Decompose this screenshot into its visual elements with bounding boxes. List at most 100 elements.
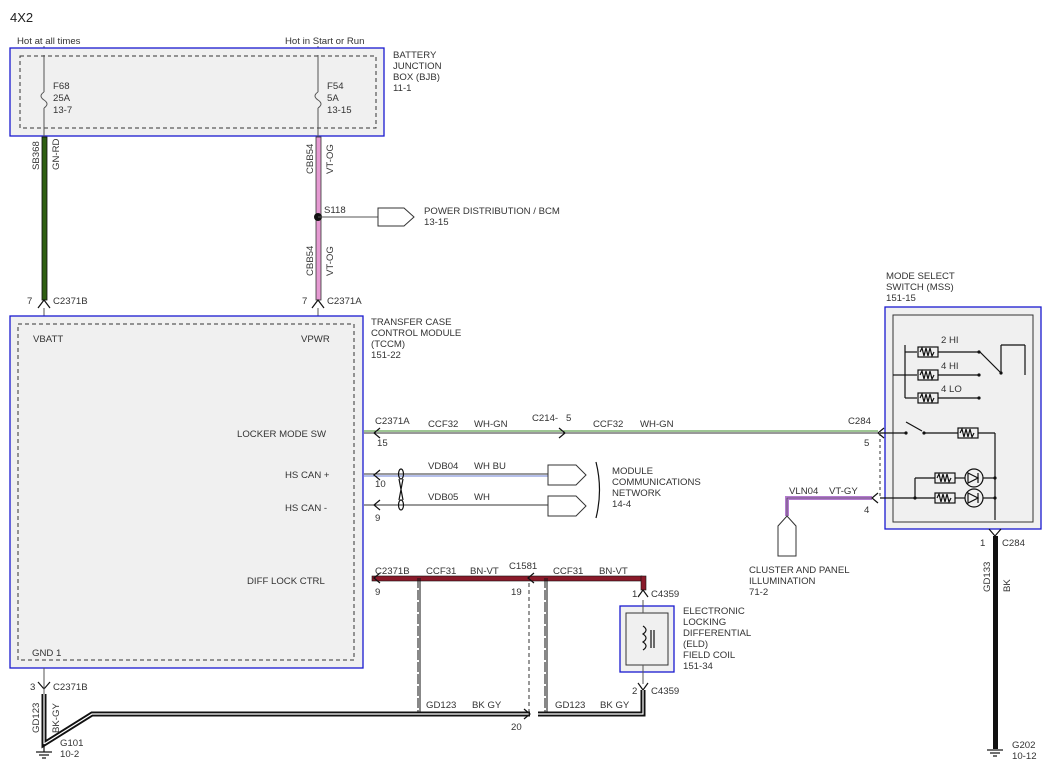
- fuse-f68: [40, 55, 48, 138]
- network-label-2: COMMUNICATIONS: [612, 477, 701, 488]
- vdb04-color: WH BU: [474, 461, 506, 472]
- eld-label-3: DIFFERENTIAL: [683, 628, 752, 639]
- c4359-top-pin: 1: [632, 589, 637, 600]
- twisted-pair-icon: [397, 468, 405, 511]
- vdb04-circuit: VDB04: [428, 461, 459, 472]
- c2371b-gnd-label: C2371B: [53, 682, 88, 693]
- wire-sb368-circuit: SB368: [31, 141, 42, 170]
- mss-label-1: MODE SELECT: [886, 271, 955, 282]
- c2371a-locker-pin: 15: [377, 438, 388, 449]
- g101-label: G101: [60, 738, 83, 749]
- c4359-top-label: C4359: [651, 589, 679, 600]
- tccm-label-1: TRANSFER CASE: [371, 317, 452, 328]
- vln04-circuit: VLN04: [789, 486, 819, 497]
- network-ref: 14-4: [612, 499, 632, 510]
- vdb05-color: WH: [474, 492, 490, 503]
- wire-cbb54-circuit-top: CBB54: [305, 143, 316, 174]
- fuse-f68-ref: 13-7: [53, 105, 72, 116]
- splice-s118-label: S118: [324, 205, 346, 216]
- tccm-pin-hscan-minus: HS CAN -: [285, 503, 327, 514]
- connector-c1581-icon: [527, 572, 535, 584]
- c2371a-vpwr-pin: 7: [302, 296, 307, 307]
- gd123-circuit-1: GD123: [426, 700, 456, 711]
- eld-label-4: (ELD): [683, 639, 708, 650]
- ccf31-circuit-1: CCF31: [426, 566, 456, 577]
- c1581-pin: 19: [511, 587, 522, 598]
- bjb-label-1: BATTERY: [393, 50, 437, 61]
- network-label-1: MODULE: [612, 466, 653, 477]
- fuse-f54: [314, 55, 322, 138]
- ccf32-color-2: WH-GN: [640, 419, 674, 430]
- hscan-minus-pin: 9: [375, 513, 380, 524]
- fuse-f68-name: F68: [53, 81, 70, 92]
- mss-internals: [879, 344, 1026, 520]
- connector-c284-vln-icon: [871, 492, 879, 504]
- network-arrow-plus-icon: [547, 464, 587, 486]
- fuse-f68-rating: 25A: [53, 93, 71, 104]
- connector-c4359-bottom-icon: [637, 682, 649, 692]
- c284-top-label: C284: [848, 416, 872, 427]
- mss-pos-4lo: 4 LO: [941, 384, 962, 395]
- tccm-box: [9, 315, 364, 669]
- illum-label-2: ILLUMINATION: [749, 576, 816, 587]
- ccf32-circuit-2: CCF32: [593, 419, 623, 430]
- gd133-circuit: GD133: [982, 562, 993, 592]
- tccm-pin-vpwr: VPWR: [301, 334, 330, 345]
- tccm-label-3: (TCCM): [371, 339, 405, 350]
- ccf31-color-1: BN-VT: [470, 566, 499, 577]
- connector-c2371a-vpwr-icon: [311, 299, 325, 309]
- power-dist-arrow-icon: [377, 207, 415, 227]
- bjb-label-ref: 11-1: [393, 83, 412, 94]
- wire-gd123: [41, 694, 530, 749]
- eld-ref: 151-34: [683, 661, 714, 672]
- tccm-pin-hscan-plus: HS CAN +: [285, 470, 330, 481]
- c284-bottom-pin: 1: [980, 538, 985, 549]
- bjb-feed-left: Hot at all times: [17, 36, 81, 47]
- illum-ref: 71-2: [749, 587, 768, 598]
- coil-icon: [641, 625, 655, 651]
- c4359-bottom-label: C4359: [651, 686, 679, 697]
- g202-ref: 10-12: [1012, 751, 1037, 762]
- gd123-color-1: BK GY: [472, 700, 502, 711]
- wire-sb368: [41, 136, 48, 301]
- connector-c284-top-icon: [877, 427, 885, 439]
- gd123-color-v: BK-GY: [51, 703, 62, 733]
- network-brace-icon: [595, 461, 601, 519]
- bjb-label-2: JUNCTION: [393, 61, 442, 72]
- connector-c2371b-diff-icon: [373, 572, 381, 584]
- wire-cbb54-circuit-bottom: CBB54: [305, 245, 316, 276]
- ground-g101-icon: [36, 744, 52, 759]
- c214-label: C214-: [532, 413, 558, 424]
- c4359-bottom-pin: 2: [632, 686, 637, 697]
- c2371b-vbatt-pin: 7: [27, 296, 32, 307]
- c2371b-vbatt-label: C2371B: [53, 296, 88, 307]
- c2371a-vpwr-label: C2371A: [327, 296, 362, 307]
- wire-gd133: [993, 536, 998, 749]
- c2371b-diff-label: C2371B: [375, 566, 410, 577]
- ground-g202-icon: [987, 749, 1003, 757]
- eld-label-1: ELECTRONIC: [683, 606, 745, 617]
- tccm-pin-gnd: GND 1: [32, 648, 61, 659]
- connector-c1581-bottom-icon: [523, 708, 531, 720]
- c214-pin: 5: [566, 413, 571, 424]
- ccf32-circuit-1: CCF32: [428, 419, 458, 430]
- mss-label-2: SWITCH (MSS): [886, 282, 954, 293]
- connector-c284-bottom-icon: [988, 528, 1002, 537]
- c284-bottom-label: C284: [1002, 538, 1026, 549]
- wire-cbb54-color-top: VT-OG: [325, 144, 336, 174]
- c284-top-pin: 5: [864, 438, 869, 449]
- vdb05-circuit: VDB05: [428, 492, 458, 503]
- ccf31-circuit-2: CCF31: [553, 566, 583, 577]
- vln04-color: VT-GY: [829, 486, 858, 497]
- tccm-pin-diff: DIFF LOCK CTRL: [247, 576, 325, 587]
- c1581-label: C1581: [509, 561, 537, 572]
- hscan-plus-pin: 10: [375, 479, 386, 490]
- c284-vln-pin: 4: [864, 505, 870, 516]
- illum-label-1: CLUSTER AND PANEL: [749, 565, 850, 576]
- gd123-circuit-2: GD123: [555, 700, 585, 711]
- c2371b-diff-pin: 9: [375, 587, 380, 598]
- g202-label: G202: [1012, 740, 1035, 751]
- c2371a-locker-label: C2371A: [375, 416, 410, 427]
- network-label-3: NETWORK: [612, 488, 662, 499]
